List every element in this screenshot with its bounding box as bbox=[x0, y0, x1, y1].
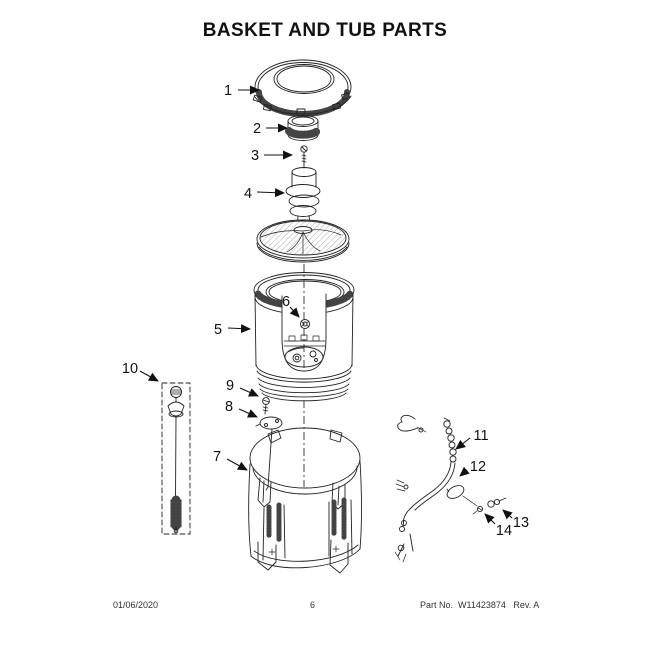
part-13-clamp bbox=[487, 497, 507, 508]
footer-page-number: 6 bbox=[310, 600, 316, 610]
callout-leader-6 bbox=[289, 306, 300, 318]
callout-leader-5 bbox=[227, 324, 251, 334]
callout-leader-14 bbox=[484, 513, 496, 525]
callout-5: 5 bbox=[214, 322, 222, 338]
callout-14: 14 bbox=[496, 523, 512, 539]
part-3-screw bbox=[300, 145, 308, 164]
callout-9: 9 bbox=[226, 378, 234, 394]
part-11-12-harness-assembly bbox=[394, 414, 478, 563]
callout-3: 3 bbox=[251, 148, 259, 164]
callout-4: 4 bbox=[244, 186, 252, 202]
callout-1: 1 bbox=[224, 83, 232, 99]
callout-leader-8 bbox=[238, 408, 258, 418]
callout-leader-10 bbox=[139, 370, 159, 382]
callout-leader-11 bbox=[455, 437, 471, 450]
part-6-hub-bolt bbox=[300, 319, 310, 329]
callout-11: 11 bbox=[473, 428, 488, 444]
callout-leader-4 bbox=[256, 188, 285, 198]
callouts: 1 2 3 4 5 6 7 8 9 10 11 12 13 bbox=[122, 83, 529, 539]
part-8-cap bbox=[255, 416, 283, 491]
callout-leader-7 bbox=[226, 458, 248, 471]
callout-10: 10 bbox=[122, 361, 138, 377]
part-14-screw bbox=[472, 505, 484, 515]
page-title: BASKET AND TUB PARTS bbox=[202, 20, 448, 41]
part-10-suspension-rod-kit bbox=[161, 382, 191, 535]
part-1-tub-ring bbox=[252, 59, 352, 117]
part-4-agitator-assembly bbox=[256, 162, 350, 263]
callout-leader-12 bbox=[459, 466, 470, 477]
callout-13: 13 bbox=[513, 515, 529, 531]
callout-12: 12 bbox=[470, 459, 486, 475]
callout-7: 7 bbox=[213, 449, 221, 465]
footer-date: 01/06/2020 bbox=[113, 600, 159, 610]
callout-leader-9 bbox=[239, 387, 259, 397]
part-2-cap bbox=[285, 115, 321, 141]
callout-leader-13 bbox=[502, 509, 513, 520]
footer-part-number: Part No. W11423874 Rev. A bbox=[420, 600, 540, 610]
callout-6: 6 bbox=[282, 294, 290, 310]
callout-2: 2 bbox=[253, 121, 261, 137]
part-7-outer-tub bbox=[248, 427, 362, 574]
callout-8: 8 bbox=[225, 399, 233, 415]
part-9-screw bbox=[262, 397, 270, 415]
